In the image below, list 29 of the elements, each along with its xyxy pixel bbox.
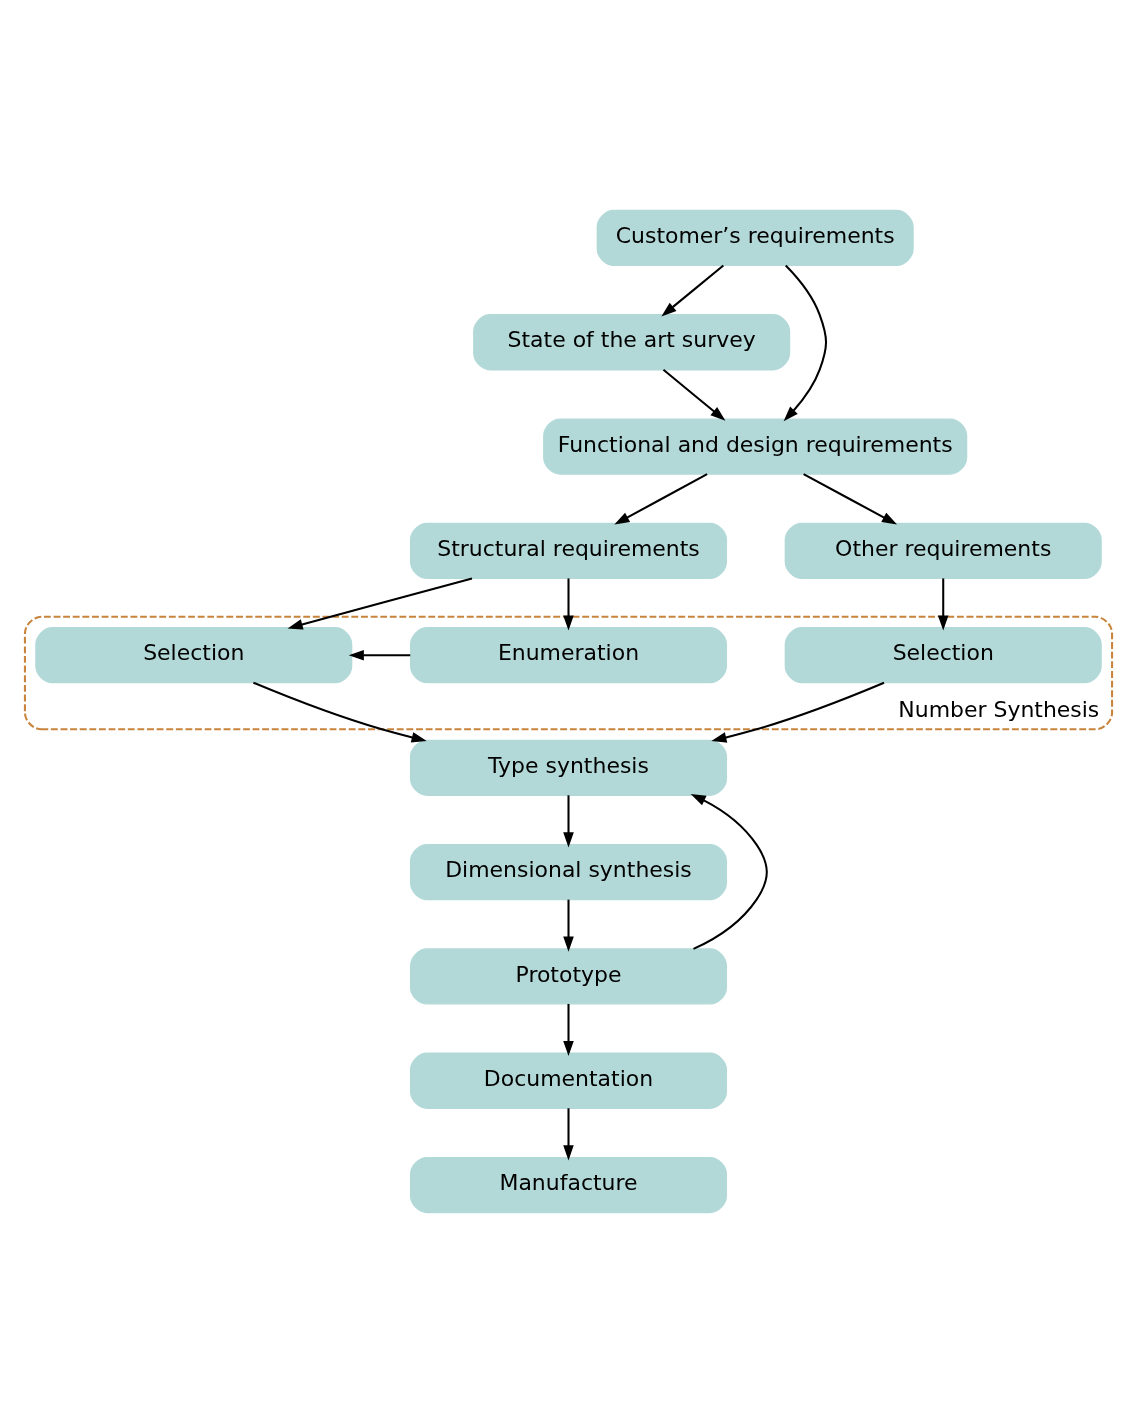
arrow [711,681,885,743]
arrow [563,1107,574,1160]
arrow [662,368,726,421]
node-box: Prototype [409,947,728,1005]
arrow [803,472,898,525]
arrow [937,577,949,631]
arrow [661,264,724,316]
node-box: Other requirements [784,522,1102,579]
node-box: Functional and design requirements [543,417,968,475]
node-box: Enumeration [409,626,728,683]
arrow [690,793,768,950]
arrow [348,649,411,661]
node-box: Structural requirements [409,522,728,579]
node-box: Manufacture [409,1156,728,1213]
node-box: State of the art survey [473,313,791,370]
arrow [253,681,427,743]
arrow [287,576,473,630]
node-box: Dimensional synthesis [409,843,728,900]
node-box: Customer’s requirements [596,209,914,266]
node-box: Selection [35,626,353,683]
node-box: Selection [784,626,1102,683]
node-box: Documentation [409,1052,728,1109]
arrow [614,472,708,525]
arrow [563,577,574,631]
arrow [563,1003,574,1056]
node-box: Type synthesis [409,739,728,796]
arrow [563,794,574,847]
arrow [563,899,574,952]
arrow [783,264,828,421]
